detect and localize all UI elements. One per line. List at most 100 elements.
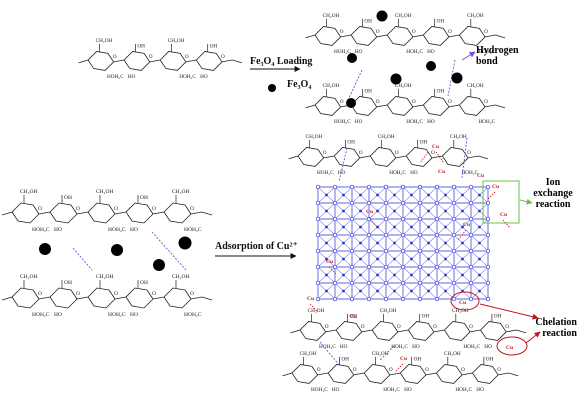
lattice-atom — [478, 225, 481, 229]
group-label: HOH₂C — [184, 227, 202, 233]
lattice-atom — [427, 289, 430, 293]
group-label: HOH₂C — [311, 387, 328, 393]
lattice-atom — [468, 296, 474, 302]
coordination-bond — [457, 229, 467, 241]
group-label: HOH₂C — [334, 49, 351, 55]
group-label: O — [412, 29, 416, 35]
coordination-bond — [394, 363, 404, 373]
group-label: CH₂OH — [168, 38, 185, 44]
glucose-ring-backbone — [290, 321, 527, 341]
group-label: OH — [422, 314, 430, 320]
group-label: CH₂OH — [20, 189, 38, 195]
group-label: O — [484, 29, 488, 35]
glucose-ring-backbone — [305, 96, 506, 116]
group-label: CH₂OH — [395, 83, 412, 89]
lattice-atom — [325, 273, 328, 277]
hydrogen-bond — [72, 247, 93, 271]
group-label: HOH₂C — [391, 344, 408, 350]
lattice-atom — [410, 241, 413, 245]
lattice-atom — [349, 280, 355, 286]
lattice-atom — [434, 184, 440, 190]
lattice-atom — [383, 264, 389, 270]
cellulose-chains: CH₂OHHOH₂COOHHOOCH₂OHHOH₂COOHHOOCH₂OHHOH… — [1, 13, 527, 393]
lattice-atom — [468, 184, 474, 190]
group-label: OH — [494, 314, 502, 320]
lattice-atom — [461, 241, 464, 245]
lattice-atom — [427, 193, 430, 197]
adsorption-label: Adsorption of Cu²⁺ — [215, 241, 298, 252]
group-label: O — [448, 29, 452, 35]
fe3o4-particle — [111, 244, 123, 256]
lattice-atom — [359, 225, 362, 229]
lattice-atom — [393, 257, 396, 261]
group-label: O — [359, 150, 363, 156]
cu-ion-label: Cu — [459, 300, 466, 306]
cu-ion-label: Cu — [350, 314, 357, 320]
coordination-bond — [368, 216, 377, 227]
lattice-atom — [427, 257, 430, 261]
lattice-atom — [444, 241, 447, 245]
lattice-atom — [434, 280, 440, 286]
group-label: CH₂OH — [172, 274, 190, 280]
group-label: CH₂OH — [467, 13, 484, 19]
hydrogen-bond — [319, 341, 341, 367]
lattice-atom — [485, 248, 491, 254]
group-label: HO — [332, 387, 340, 393]
lattice-atom — [366, 296, 372, 302]
lattice-atom — [383, 232, 389, 238]
group-label: HOH₂C — [32, 227, 50, 233]
group-label: CH₂OH — [300, 351, 317, 357]
glucose-ring-backbone — [305, 26, 506, 46]
lattice-atom — [315, 248, 321, 254]
group-label: HOH₂C — [319, 344, 336, 350]
lattice-atom — [342, 225, 345, 229]
lattice-atom — [444, 209, 447, 213]
cu-ion-label: Cu — [492, 184, 499, 190]
group-label: O — [397, 324, 401, 330]
fe3o4-loading-label: Fe₃O₄ Loading — [250, 56, 313, 67]
lattice-atom — [393, 273, 396, 277]
lattice-atom — [383, 200, 389, 206]
glucose-ring-backbone — [288, 147, 489, 167]
group-label: O — [395, 150, 399, 156]
group-label: O — [505, 324, 509, 330]
lattice-atom — [444, 289, 447, 293]
lattice-atom — [342, 289, 345, 293]
lattice-atom — [451, 200, 457, 206]
group-label: O — [190, 291, 194, 297]
cu-ion-label: Cu — [400, 356, 407, 362]
hydrogen-bond — [338, 147, 348, 183]
group-label: HO — [427, 49, 435, 55]
group-label: O — [461, 367, 465, 373]
lattice-atom — [410, 193, 413, 197]
lattice-atom — [468, 200, 474, 206]
cellulose-chain: CH₂OHHOH₂COOHHOOCH₂OHHOH₂COOHHOOCH₂OHHOH… — [305, 13, 506, 55]
lattice-atom — [485, 264, 491, 270]
lattice-atom — [478, 273, 481, 277]
lattice-atom — [461, 273, 464, 277]
glucose-ring-backbone — [78, 51, 243, 71]
lattice-atom — [417, 232, 423, 238]
group-label: HOH₂C — [478, 49, 495, 55]
cellulose-chain: CH₂OHHOH₂COOHHOOCH₂OHHOH₂COOHHOOCH₂OHHOH… — [282, 351, 519, 393]
lattice-atom — [332, 216, 338, 222]
lattice-atom — [400, 216, 406, 222]
chelation-site-ring — [496, 336, 528, 356]
group-label: HOH₂C — [463, 344, 480, 350]
lattice-atom — [434, 232, 440, 238]
group-label: O — [425, 367, 429, 373]
lattice-atom — [315, 184, 321, 190]
reaction-arrows — [215, 51, 541, 344]
group-label: HOH₂C — [184, 312, 202, 318]
lattice-atom — [427, 209, 430, 213]
lattice-atom — [400, 184, 406, 190]
lattice-atom — [359, 257, 362, 261]
lattice-atom — [366, 216, 372, 222]
chelation-label: Chelation reaction — [535, 317, 577, 339]
lattice-atom — [376, 193, 379, 197]
group-label: O — [361, 324, 365, 330]
group-label: HO — [412, 344, 420, 350]
fe3o4-particle — [376, 10, 388, 22]
group-label: O — [433, 324, 437, 330]
cu-ion-label: Cu — [326, 259, 333, 265]
